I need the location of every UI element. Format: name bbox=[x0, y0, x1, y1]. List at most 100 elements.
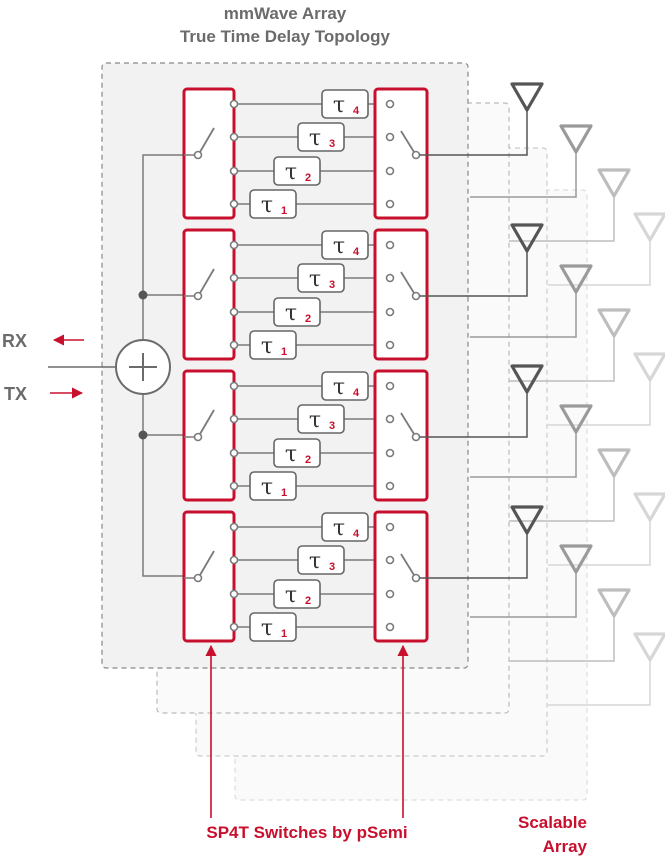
switch-port bbox=[229, 589, 239, 599]
antenna-triangle-icon bbox=[470, 404, 593, 478]
antenna-feed bbox=[470, 152, 577, 198]
trunk-top bbox=[142, 154, 193, 340]
switch-port bbox=[229, 273, 239, 283]
delay-index: 1 bbox=[281, 487, 287, 499]
scalable-line-2: Array bbox=[543, 837, 588, 856]
delay-index: 4 bbox=[353, 387, 360, 399]
scalable-line-1: Scalable bbox=[518, 813, 587, 832]
switch-port bbox=[385, 589, 395, 599]
antenna-feed bbox=[470, 572, 577, 618]
background-antennas bbox=[470, 124, 665, 706]
delay-index: 2 bbox=[305, 454, 311, 466]
delay-symbol: τ bbox=[261, 334, 273, 359]
delay-element bbox=[249, 330, 297, 360]
switch-port bbox=[229, 622, 239, 632]
antenna-triangle-icon bbox=[548, 492, 665, 566]
antenna-feed bbox=[509, 616, 615, 662]
sp4t-switch-left bbox=[182, 87, 236, 220]
switch-port bbox=[229, 555, 239, 565]
switch-blade bbox=[400, 553, 415, 576]
delay-symbol: τ bbox=[261, 475, 273, 500]
delay-index: 3 bbox=[329, 138, 335, 150]
delay-index: 4 bbox=[353, 246, 360, 258]
switch-port bbox=[385, 132, 395, 142]
antenna-triangle-icon bbox=[548, 352, 665, 426]
antenna-shape bbox=[510, 223, 544, 253]
antenna-shape bbox=[510, 364, 544, 394]
antenna-feed bbox=[509, 336, 615, 382]
switch-blade bbox=[400, 271, 415, 294]
delay-index: 3 bbox=[329, 561, 335, 573]
sp4t-switch-left bbox=[182, 369, 236, 502]
antenna-triangle-icon bbox=[419, 364, 544, 438]
antenna-triangle-icon bbox=[509, 448, 631, 522]
antenna-shape bbox=[597, 448, 631, 478]
delay-symbol: τ bbox=[309, 408, 321, 433]
delay-symbol: τ bbox=[261, 616, 273, 641]
switch-port bbox=[229, 381, 239, 391]
antenna-feed bbox=[509, 196, 615, 242]
combiner bbox=[115, 339, 171, 395]
switch-port bbox=[385, 166, 395, 176]
delay-symbol: τ bbox=[285, 583, 297, 608]
delay-symbol: τ bbox=[285, 442, 297, 467]
junction-dot bbox=[138, 430, 148, 440]
antenna-shape bbox=[559, 404, 593, 434]
antenna-shape bbox=[597, 588, 631, 618]
delay-element bbox=[321, 230, 369, 260]
switch-common-port bbox=[411, 573, 421, 583]
switch-common-port bbox=[411, 291, 421, 301]
delay-symbol: τ bbox=[309, 549, 321, 574]
delay-element bbox=[321, 371, 369, 401]
delay-element bbox=[321, 512, 369, 542]
switch-port bbox=[229, 166, 239, 176]
antenna-triangle-icon bbox=[509, 308, 631, 382]
switch-port bbox=[385, 307, 395, 317]
delay-index: 2 bbox=[305, 172, 311, 184]
antenna-feed bbox=[509, 476, 615, 522]
antenna-feed bbox=[419, 533, 528, 579]
antenna-triangle-icon bbox=[419, 82, 544, 156]
delay-symbol: τ bbox=[333, 234, 345, 259]
delay-element bbox=[249, 612, 297, 642]
antenna-feed bbox=[548, 660, 651, 706]
antenna-triangle-icon bbox=[470, 544, 593, 618]
delay-index: 3 bbox=[329, 420, 335, 432]
antenna-shape bbox=[597, 168, 631, 198]
antenna-shape bbox=[510, 505, 544, 535]
switch-common-port bbox=[193, 291, 203, 301]
trunk-bottom bbox=[142, 394, 193, 577]
switch-port bbox=[385, 414, 395, 424]
switch-port bbox=[385, 522, 395, 532]
antenna-triangle-icon bbox=[509, 168, 631, 242]
delay-element bbox=[273, 579, 321, 609]
switch-blade bbox=[199, 409, 215, 435]
switch-port bbox=[229, 240, 239, 250]
delay-element bbox=[249, 189, 297, 219]
antenna-shape bbox=[510, 82, 544, 112]
switch-common-port bbox=[193, 573, 203, 583]
antenna-shape bbox=[559, 124, 593, 154]
delay-element bbox=[297, 263, 345, 293]
antenna-shape bbox=[633, 632, 665, 662]
delay-element bbox=[273, 438, 321, 468]
rx-label: RX bbox=[2, 331, 27, 351]
delay-symbol: τ bbox=[309, 267, 321, 292]
sp4t-switch-right bbox=[373, 510, 429, 643]
antenna-triangle-icon bbox=[548, 632, 665, 706]
delay-element bbox=[297, 545, 345, 575]
delay-index: 2 bbox=[305, 313, 311, 325]
switch-port bbox=[385, 273, 395, 283]
switch-port bbox=[229, 481, 239, 491]
antenna-triangle-icon bbox=[509, 588, 631, 662]
delay-index: 1 bbox=[281, 205, 287, 217]
antenna-feed bbox=[419, 392, 528, 438]
switch-port bbox=[229, 307, 239, 317]
delay-element bbox=[321, 89, 369, 119]
sp4t-switch-right bbox=[373, 228, 429, 361]
switches-annotation: SP4T Switches by pSemi bbox=[206, 823, 407, 842]
sp4t-switch-left bbox=[182, 510, 236, 643]
delay-index: 4 bbox=[353, 528, 360, 540]
delay-index: 2 bbox=[305, 595, 311, 607]
